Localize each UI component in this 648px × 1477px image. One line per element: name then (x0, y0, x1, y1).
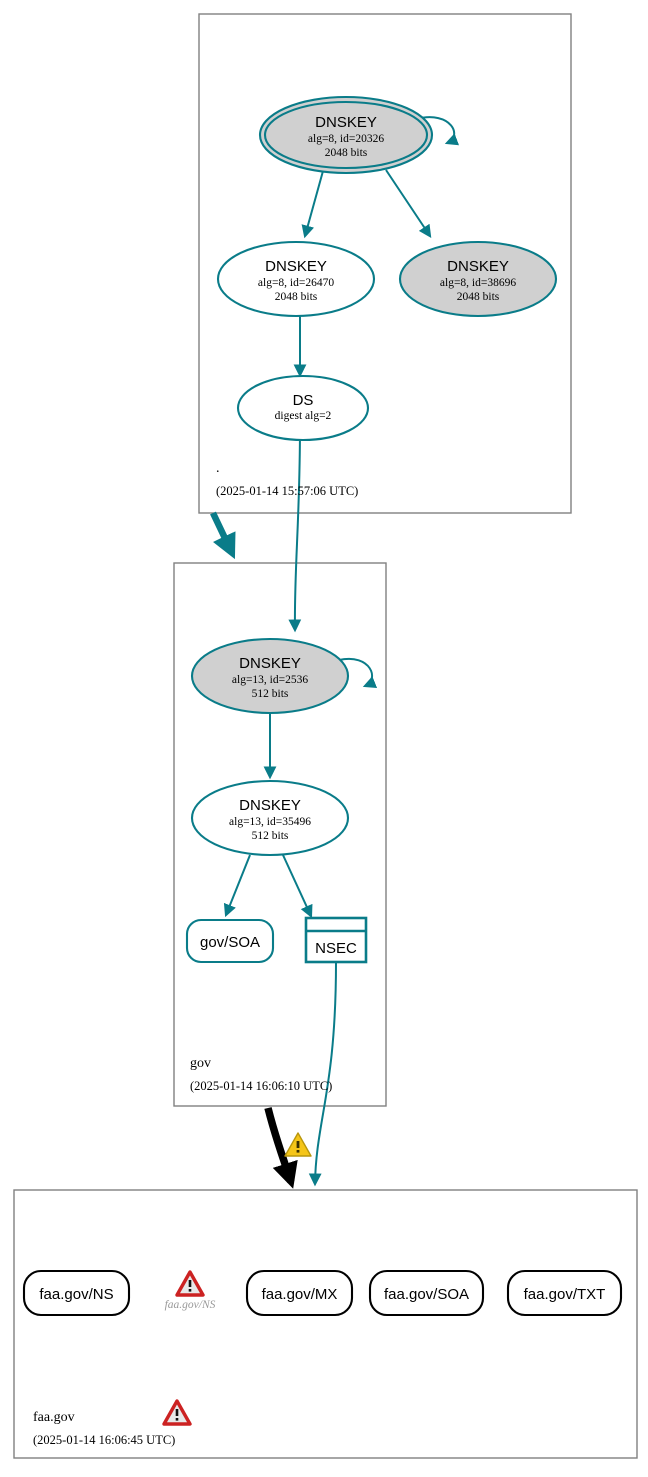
node-root-zsk-26470-line3: 2048 bits (275, 291, 318, 303)
zone-status-error-triangle-icon[interactable] (162, 1399, 192, 1426)
edge-root-ksk-self-sign (415, 116, 460, 146)
node-root-ksk-title: DNSKEY (315, 114, 377, 131)
error-triangle-icon (175, 1270, 205, 1297)
zone-timestamp-gov: (2025-01-14 16:06:10 UTC) (190, 1079, 332, 1093)
node-gov-zsk-title: DNSKEY (239, 797, 301, 814)
edge-ds-to-gov-dnskey (288, 424, 302, 633)
node-gov-soa-rrset[interactable]: gov/SOA (185, 918, 275, 964)
node-root-ds[interactable]: DS digest alg=2 (236, 374, 370, 442)
node-root-zsk-38696-dnskey[interactable]: DNSKEY alg=8, id=38696 2048 bits (398, 240, 558, 318)
node-gov-nsec[interactable]: NSEC (304, 916, 368, 964)
node-gov-soa-label: gov/SOA (200, 934, 260, 951)
edge-gov-ksk-self-sign (338, 657, 378, 689)
node-root-ds-line2: digest alg=2 (275, 410, 332, 422)
edge-gov-zsk-to-nsec (282, 854, 313, 919)
faa-gov-ns-error-indicator[interactable]: faa.gov/NS (165, 1270, 216, 1311)
edge-gov-zsk-to-soa (223, 854, 251, 918)
zone-timestamp-faa-gov: (2025-01-14 16:06:45 UTC) (33, 1433, 175, 1447)
zone-box-faa-gov (13, 1189, 638, 1459)
node-gov-ksk-dnskey[interactable]: DNSKEY alg=13, id=2536 512 bits (190, 637, 350, 715)
node-root-ksk-line2: alg=8, id=20326 (308, 133, 384, 145)
warning-triangle-icon (284, 1132, 312, 1157)
edge-root-ksk-to-zsk-26470 (301, 170, 324, 239)
node-root-zsk-38696-line3: 2048 bits (457, 291, 500, 303)
edge-insecure-delegation-gov-to-faa-gov (264, 1107, 298, 1189)
node-root-zsk-26470-line2: alg=8, id=26470 (258, 277, 334, 289)
node-faa-gov-soa-rrset[interactable]: faa.gov/SOA (368, 1269, 485, 1317)
zone-label-root: . (216, 461, 220, 476)
edge-nsec-to-faa-gov (308, 961, 337, 1187)
node-faa-gov-ns-rrset[interactable]: faa.gov/NS (22, 1269, 131, 1317)
zone-label-gov: gov (190, 1056, 211, 1071)
node-faa-gov-txt-rrset[interactable]: faa.gov/TXT (506, 1269, 623, 1317)
node-gov-ksk-title: DNSKEY (239, 655, 301, 672)
edge-secure-delegation-root-to-gov (210, 511, 236, 560)
zone-timestamp-root: (2025-01-14 15:57:06 UTC) (216, 484, 358, 498)
node-gov-zsk-line2: alg=13, id=35496 (229, 816, 311, 828)
node-root-zsk-38696-line2: alg=8, id=38696 (440, 277, 516, 289)
node-faa-gov-mx-rrset[interactable]: faa.gov/MX (245, 1269, 354, 1317)
node-gov-nsec-label: NSEC (315, 940, 357, 957)
node-gov-zsk-line3: 512 bits (252, 830, 289, 842)
node-root-ksk-dnskey[interactable]: DNSKEY alg=8, id=20326 2048 bits (258, 95, 434, 175)
node-root-zsk-26470-title: DNSKEY (265, 258, 327, 275)
node-gov-ksk-line2: alg=13, id=2536 (232, 674, 308, 686)
node-gov-ksk-line3: 512 bits (252, 688, 289, 700)
node-root-ksk-line3: 2048 bits (325, 147, 368, 159)
node-faa-gov-mx-label: faa.gov/MX (262, 1286, 338, 1303)
node-root-zsk-26470-dnskey[interactable]: DNSKEY alg=8, id=26470 2048 bits (216, 240, 376, 318)
node-faa-gov-txt-label: faa.gov/TXT (524, 1286, 606, 1303)
zone-label-faa-gov: faa.gov (33, 1410, 75, 1425)
node-root-zsk-38696-title: DNSKEY (447, 258, 509, 275)
node-root-ds-title: DS (293, 392, 314, 409)
node-faa-gov-soa-label: faa.gov/SOA (384, 1286, 469, 1303)
edge-root-ksk-to-zsk-38696 (385, 169, 432, 238)
node-faa-gov-ns-label: faa.gov/NS (39, 1286, 113, 1303)
node-gov-zsk-dnskey[interactable]: DNSKEY alg=13, id=35496 512 bits (190, 779, 350, 857)
faa-gov-ns-error-label: faa.gov/NS (165, 1299, 216, 1311)
